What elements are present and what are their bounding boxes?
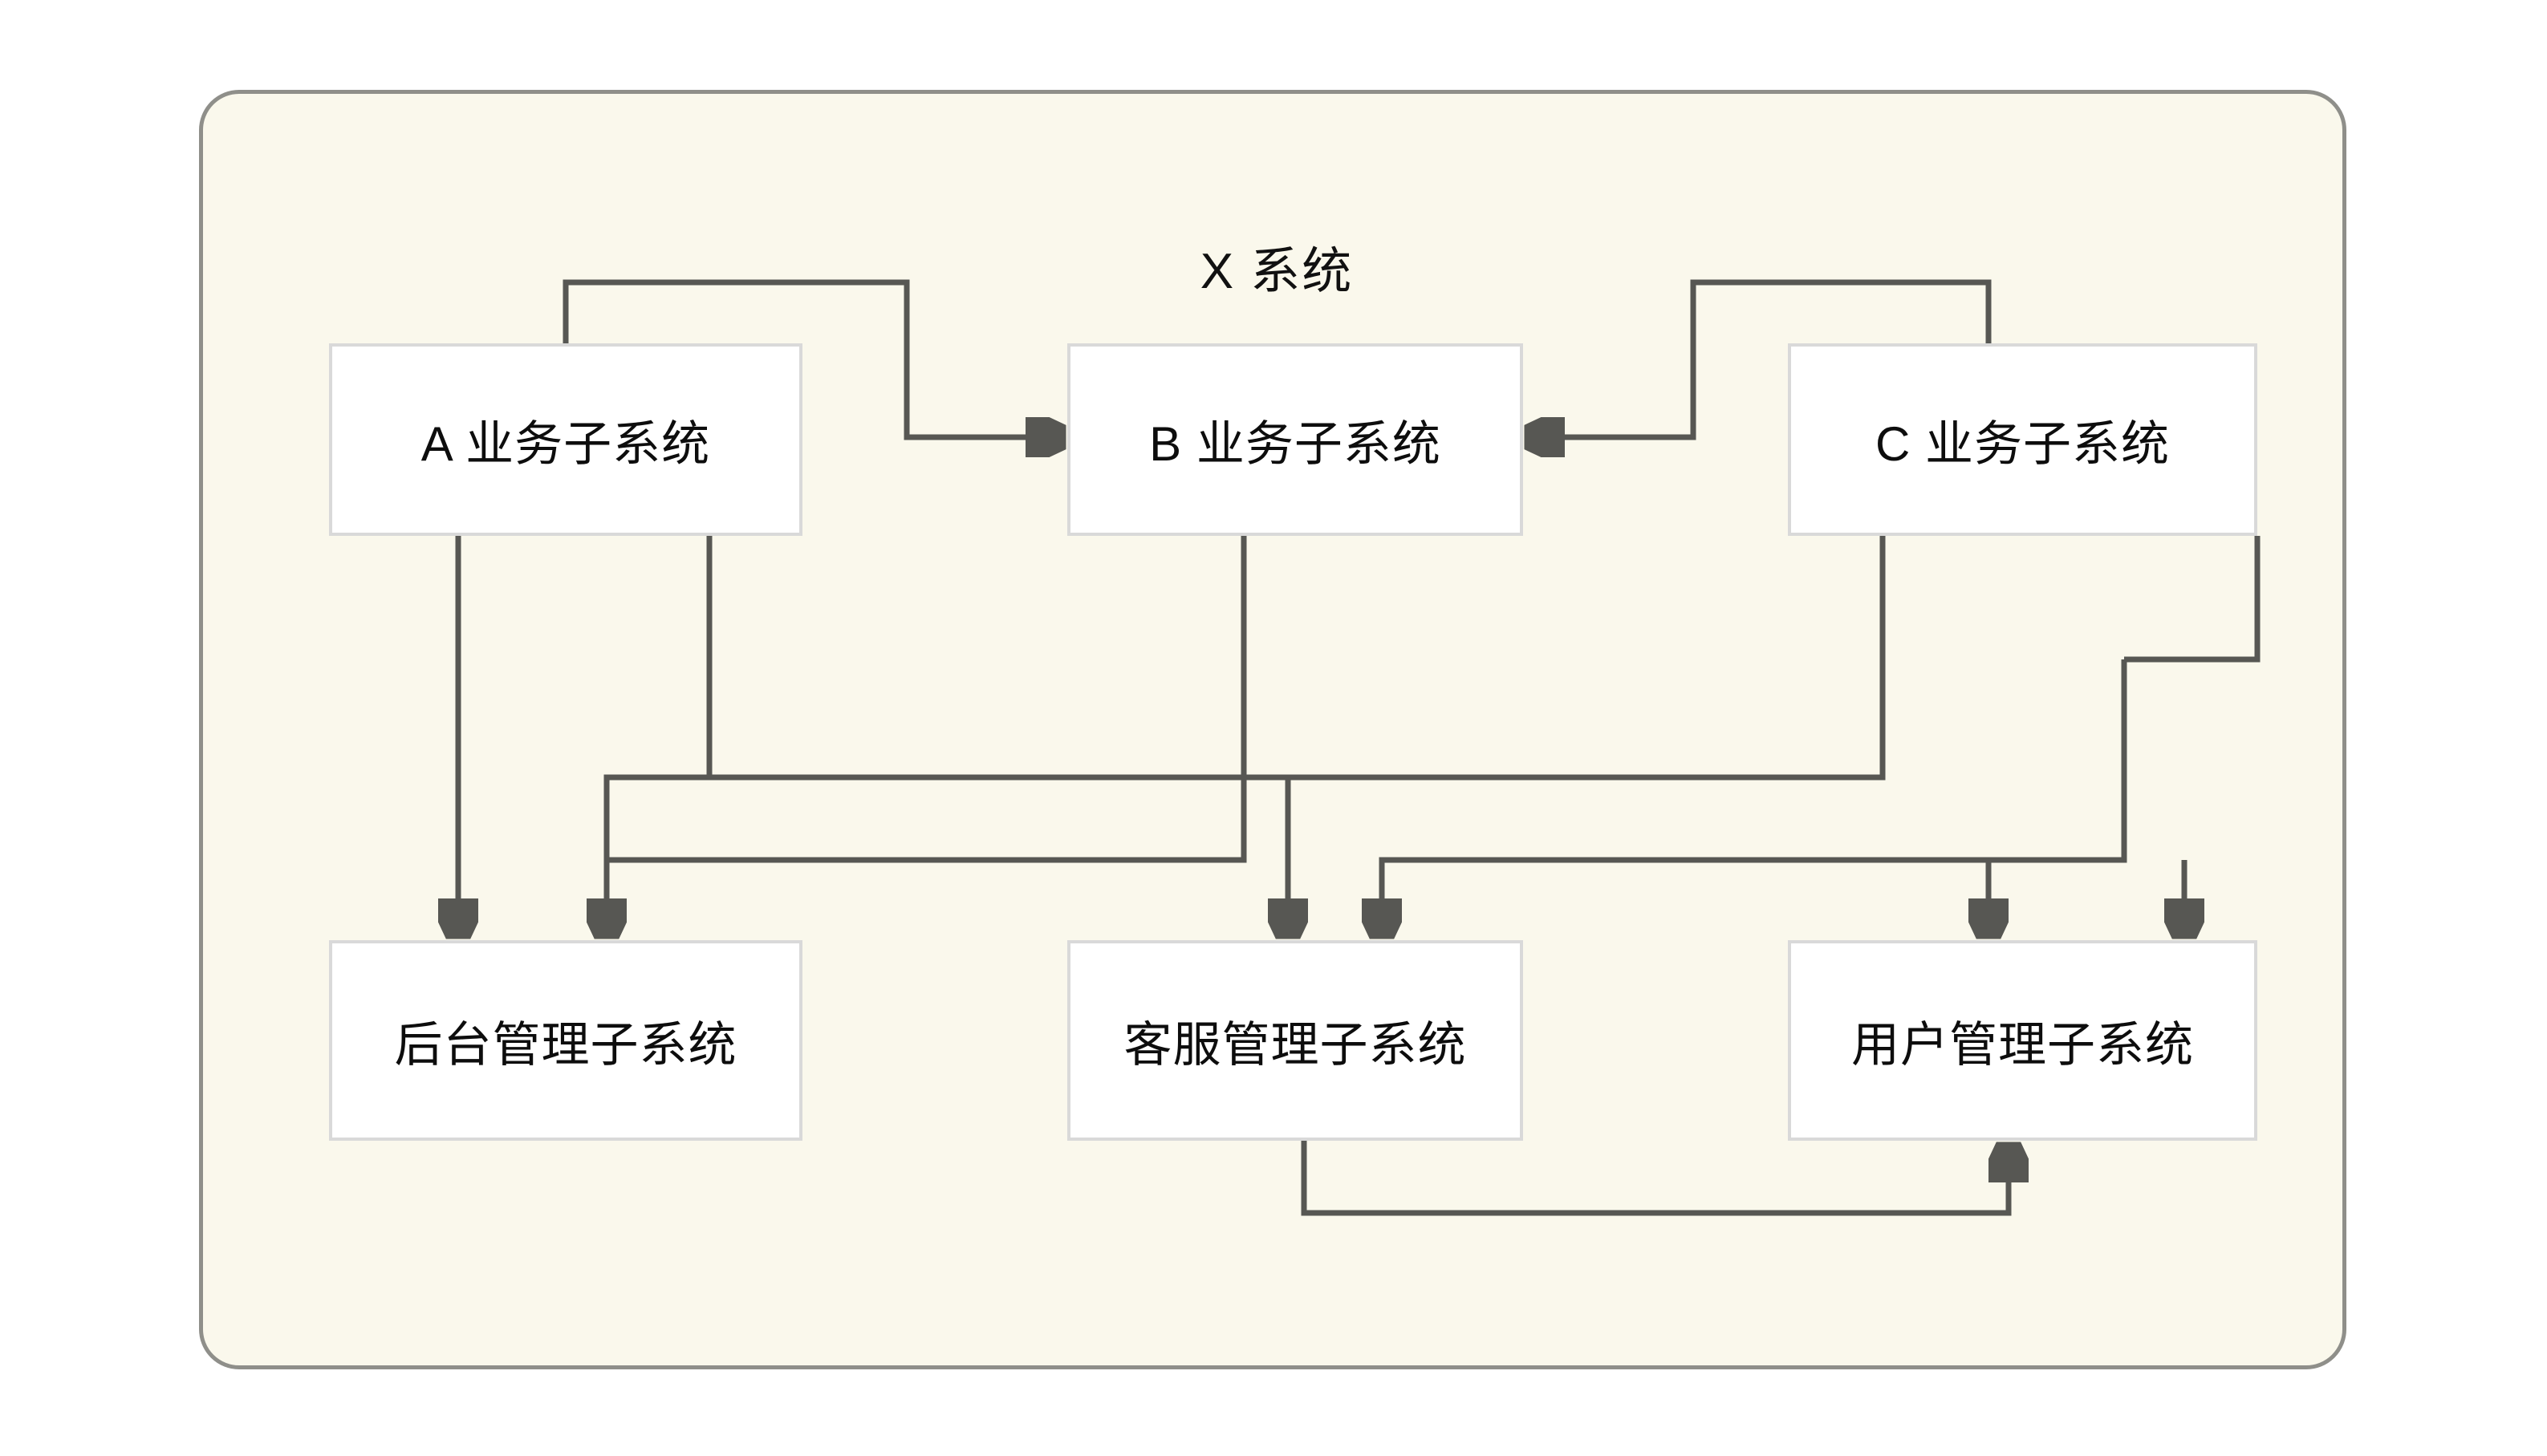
system-title: X 系统 (1200, 244, 1354, 299)
node-b-label: B 业务子系统 (1149, 416, 1441, 471)
node-admin-management-subsystem[interactable]: 后台管理子系统 (329, 940, 802, 1141)
node-a-business-subsystem[interactable]: A 业务子系统 (329, 343, 802, 536)
node-admin-label: 后台管理子系统 (394, 1017, 737, 1072)
system-boundary-x: X 系统 (199, 90, 2346, 1369)
node-b-business-subsystem[interactable]: B 业务子系统 (1067, 343, 1523, 536)
node-user-management-subsystem[interactable]: 用户管理子系统 (1788, 940, 2257, 1141)
node-c-business-subsystem[interactable]: C 业务子系统 (1788, 343, 2257, 536)
node-a-label: A 业务子系统 (420, 416, 711, 471)
node-service-label: 客服管理子系统 (1123, 1017, 1467, 1072)
node-customer-service-subsystem[interactable]: 客服管理子系统 (1067, 940, 1523, 1141)
node-c-label: C 业务子系统 (1875, 416, 2170, 471)
node-user-label: 用户管理子系统 (1851, 1017, 2194, 1072)
